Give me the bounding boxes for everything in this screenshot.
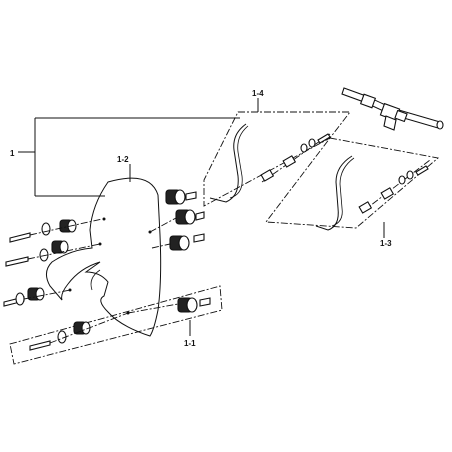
washer-2 — [39, 248, 49, 262]
label-bracket-left: 1-4 — [252, 89, 264, 98]
axis-line-4 — [149, 217, 177, 233]
screw-1 — [9, 232, 31, 243]
bracket-left-axis — [261, 133, 331, 183]
windscreen-hole-lower-left — [68, 288, 72, 292]
handlebar-clamp-right — [394, 109, 408, 123]
axis-line-5 — [151, 243, 171, 249]
axis-line-2 — [27, 243, 101, 260]
screw-2 — [5, 256, 29, 267]
windscreen-outline — [46, 177, 162, 337]
handlebar — [341, 87, 444, 131]
bracket-left-washer-1 — [300, 143, 308, 153]
bracket-left-nut-2 — [282, 155, 297, 168]
bracket-right-box — [265, 137, 440, 229]
handlebar-right-end — [436, 120, 444, 130]
bracket-left-bolt — [317, 133, 331, 144]
label-assembly: 1 — [10, 149, 15, 158]
axis-line-1 — [29, 218, 103, 236]
kit-spacer-face — [186, 297, 198, 313]
kit-axis-right — [127, 303, 179, 314]
bracket-right-rod-inner — [331, 157, 355, 227]
label-bracket-right: 1-3 — [380, 239, 392, 248]
bracket-right-group: 1-3 — [265, 137, 440, 248]
bolt-1 — [185, 191, 197, 201]
hardware-upper-left — [3, 218, 103, 307]
spacer-2-face — [184, 209, 196, 225]
spacer-1-face — [174, 189, 186, 205]
bracket-left-box — [203, 111, 351, 207]
bracket-left-rod-inner — [229, 125, 249, 199]
assembly-leader-bracket — [18, 117, 240, 197]
bracket-right-rod — [315, 155, 353, 231]
bracket-right-nut-1 — [358, 201, 373, 214]
mount-kit-group: 1-1 — [9, 285, 223, 365]
bracket-right-washer-2 — [406, 170, 414, 180]
grommet-2-face — [59, 240, 69, 254]
handlebar-stem — [383, 115, 397, 131]
spacer-3-face — [178, 235, 190, 251]
nut-1 — [193, 233, 205, 243]
hardware-upper-right — [149, 189, 205, 251]
axis-line-3 — [23, 289, 71, 300]
bracket-left-washer-2 — [308, 138, 316, 148]
handlebar-clamp-left — [359, 93, 377, 109]
windscreen-hole-mid-left — [98, 242, 102, 246]
mount-kit-box — [9, 285, 223, 365]
callout-assembly: 1 — [10, 117, 240, 197]
windscreen-hole-upper-left — [102, 217, 106, 221]
grommet-3-face — [35, 287, 45, 301]
bracket-left-rod — [209, 123, 247, 203]
washer-1 — [41, 222, 51, 236]
kit-nut — [199, 297, 211, 307]
label-mount-kit: 1-1 — [184, 339, 196, 348]
kit-axis-left — [49, 312, 129, 344]
bolt-2 — [195, 211, 205, 221]
bracket-left-nut-1 — [260, 169, 275, 182]
label-windscreen: 1-2 — [117, 155, 129, 164]
kit-screw — [29, 340, 51, 351]
washer-3 — [15, 292, 25, 306]
bracket-right-nut-2 — [380, 187, 395, 200]
bracket-right-bolt — [415, 165, 429, 176]
bracket-right-washer-1 — [398, 175, 406, 185]
bracket-right-axis — [361, 159, 431, 213]
windscreen: 1-2 — [46, 155, 162, 337]
windscreen-cutout — [90, 269, 101, 291]
bracket-left-group: 1-4 — [203, 89, 351, 207]
